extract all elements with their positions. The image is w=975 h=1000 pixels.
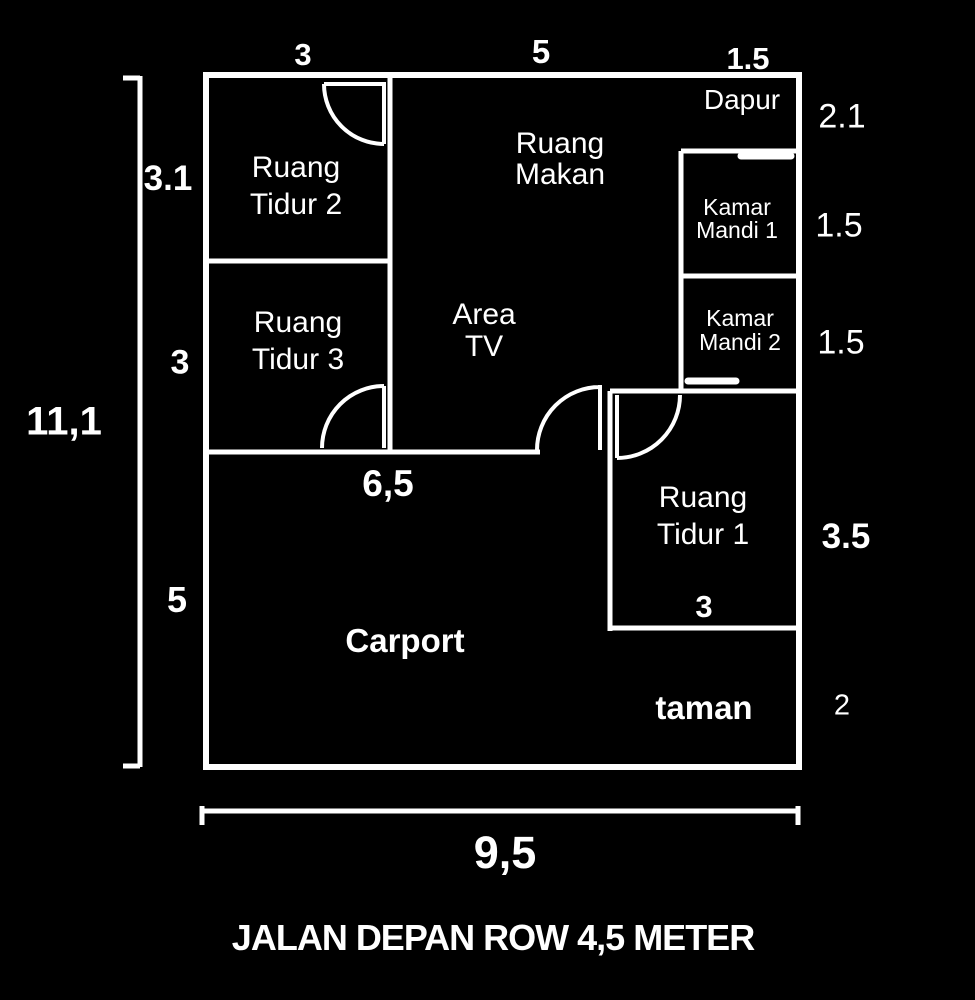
room-label-ruang-tidur-3: Ruang Tidur 3	[252, 304, 344, 378]
room-label-ruang-makan: Ruang Makan	[515, 128, 605, 190]
interior-walls	[206, 75, 796, 631]
dim-top-right-width: 1.5	[726, 41, 770, 76]
dim-left-total-height: 11,1	[26, 399, 102, 444]
dim-right-kamar-mandi-2-height: 1.5	[817, 323, 865, 362]
room-label-line: Ruang	[515, 127, 605, 160]
room-label-ruang-tidur-2: Ruang Tidur 2	[250, 149, 342, 223]
bottom-dimension-line	[199, 806, 801, 825]
room-label-ruang-tidur-1: Ruang Tidur 1	[657, 479, 749, 553]
dim-right-ruang-tidur-1-height: 3.5	[821, 517, 871, 556]
room-label-line: Kamar	[706, 305, 774, 331]
room-label-line: Ruang	[251, 151, 341, 184]
door-arc-ruang-tidur-1	[615, 394, 682, 460]
dim-right-dapur-height: 2.1	[818, 97, 866, 136]
door-arc-ruang-tidur-3	[320, 384, 386, 449]
room-label-line: Tidur 1	[656, 518, 750, 551]
dim-top-left-width: 3	[294, 37, 312, 72]
dim-left-carport-height: 5	[166, 579, 188, 620]
room-label-line: Tidur 3	[251, 343, 345, 376]
room-label-line: Makan	[514, 158, 606, 191]
dim-inner-ruang-tidur-1-width: 3	[695, 589, 713, 624]
room-label-line: Mandi 2	[699, 329, 781, 355]
room-label-line: Mandi 1	[696, 217, 778, 243]
dim-bottom-total-width: 9,5	[473, 827, 537, 878]
dim-left-ruang-tidur-3-height: 3	[170, 343, 190, 382]
room-label-line: Kamar	[703, 194, 771, 220]
room-label-dapur: Dapur	[703, 84, 781, 115]
street-caption: JALAN DEPAN ROW 4,5 METER	[231, 917, 755, 958]
room-label-line: TV	[464, 330, 504, 363]
room-label-line: Area	[452, 298, 516, 331]
door-arc-ruang-tidur-2	[322, 82, 386, 146]
door-arc-area-tv	[535, 385, 602, 451]
room-label-kamar-mandi-2: Kamar Mandi 2	[699, 306, 781, 354]
left-dimension-bracket	[123, 75, 143, 769]
room-label-kamar-mandi-1: Kamar Mandi 1	[696, 196, 778, 242]
room-label-line: Tidur 2	[249, 188, 343, 221]
room-label-line: Ruang	[658, 481, 748, 514]
room-label-taman: taman	[655, 689, 753, 726]
room-label-line: Ruang	[253, 306, 343, 339]
dim-right-kamar-mandi-1-height: 1.5	[815, 206, 863, 245]
outer-wall	[203, 72, 802, 770]
dim-inner-hall-width: 6,5	[362, 463, 414, 504]
room-label-area-tv: Area TV	[452, 299, 515, 363]
dim-top-middle-width: 5	[531, 33, 551, 70]
dim-left-ruang-tidur-2-height: 3.1	[143, 159, 193, 198]
room-label-carport: Carport	[345, 622, 465, 659]
dim-right-taman-height: 2	[833, 689, 851, 722]
